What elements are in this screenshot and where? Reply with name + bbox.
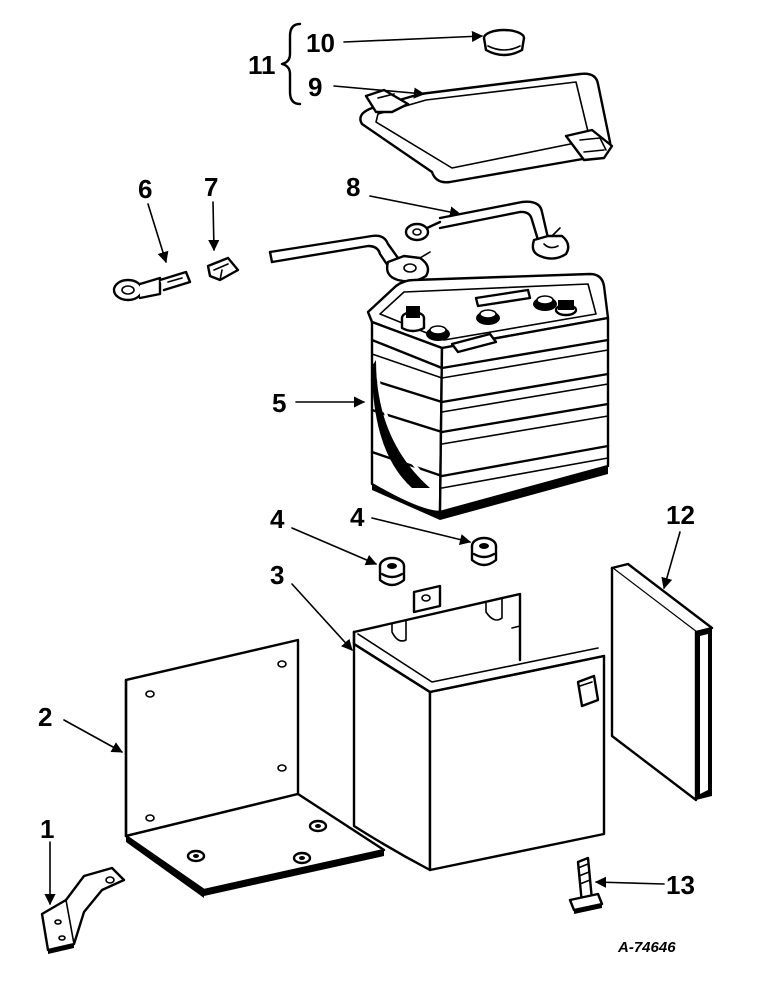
callout-2: 2 — [38, 702, 52, 732]
part-8-cable-starter — [268, 234, 431, 283]
battery-connector-strap-1 — [450, 332, 498, 354]
leader-7 — [208, 201, 220, 252]
part-4-grommet-right — [470, 536, 498, 567]
part-13-bolt — [568, 856, 604, 914]
leader-6 — [147, 203, 169, 264]
part-10-cap — [482, 28, 526, 57]
leader-4a — [291, 527, 378, 566]
assembly-brace-11 — [280, 22, 302, 106]
callout-3: 3 — [270, 560, 284, 590]
part-4-grommet-left — [378, 556, 406, 587]
callout-13: 13 — [666, 870, 695, 900]
part-9-cover — [359, 72, 614, 184]
part-5-battery — [366, 272, 610, 520]
part-12-side-plate — [610, 562, 714, 802]
callout-9: 9 — [308, 72, 322, 102]
part-1-angle-bracket — [40, 866, 126, 954]
battery-post-left — [400, 306, 426, 333]
leader-10 — [343, 30, 484, 43]
callout-6: 6 — [138, 174, 152, 204]
reference-code: A-74646 — [617, 939, 676, 956]
callout-8: 8 — [346, 172, 360, 202]
leader-4b — [371, 517, 472, 546]
battery-vent-cap-1 — [426, 325, 450, 341]
battery-vent-cap-3 — [533, 295, 557, 311]
battery-vent-cap-2 — [476, 309, 500, 325]
callout-5: 5 — [272, 388, 286, 418]
part-3-battery-box — [352, 584, 606, 872]
part-6-terminal-eye — [112, 270, 192, 302]
callout-12: 12 — [666, 500, 695, 530]
leader-8 — [369, 195, 462, 218]
callout-1: 1 — [40, 814, 54, 844]
callout-11: 11 — [248, 50, 276, 80]
battery-post-right — [554, 300, 578, 317]
callout-10: 10 — [306, 28, 335, 58]
callout-4-right: 4 — [350, 502, 365, 532]
leader-lines — [44, 30, 681, 906]
leader-3 — [291, 583, 353, 651]
leader-12 — [661, 531, 681, 590]
part-2-support-bracket — [124, 638, 386, 898]
part-8-cable-ground — [404, 200, 570, 260]
leader-13 — [594, 876, 665, 888]
callout-4-left: 4 — [270, 504, 285, 534]
leader-2 — [63, 719, 123, 753]
leader-9 — [333, 85, 426, 99]
callout-labels: 10 11 9 6 7 8 5 4 4 3 12 2 1 13 — [38, 28, 695, 900]
callout-7: 7 — [204, 172, 218, 202]
battery-connector-strap-2 — [474, 288, 532, 308]
part-7-clip — [206, 256, 240, 282]
